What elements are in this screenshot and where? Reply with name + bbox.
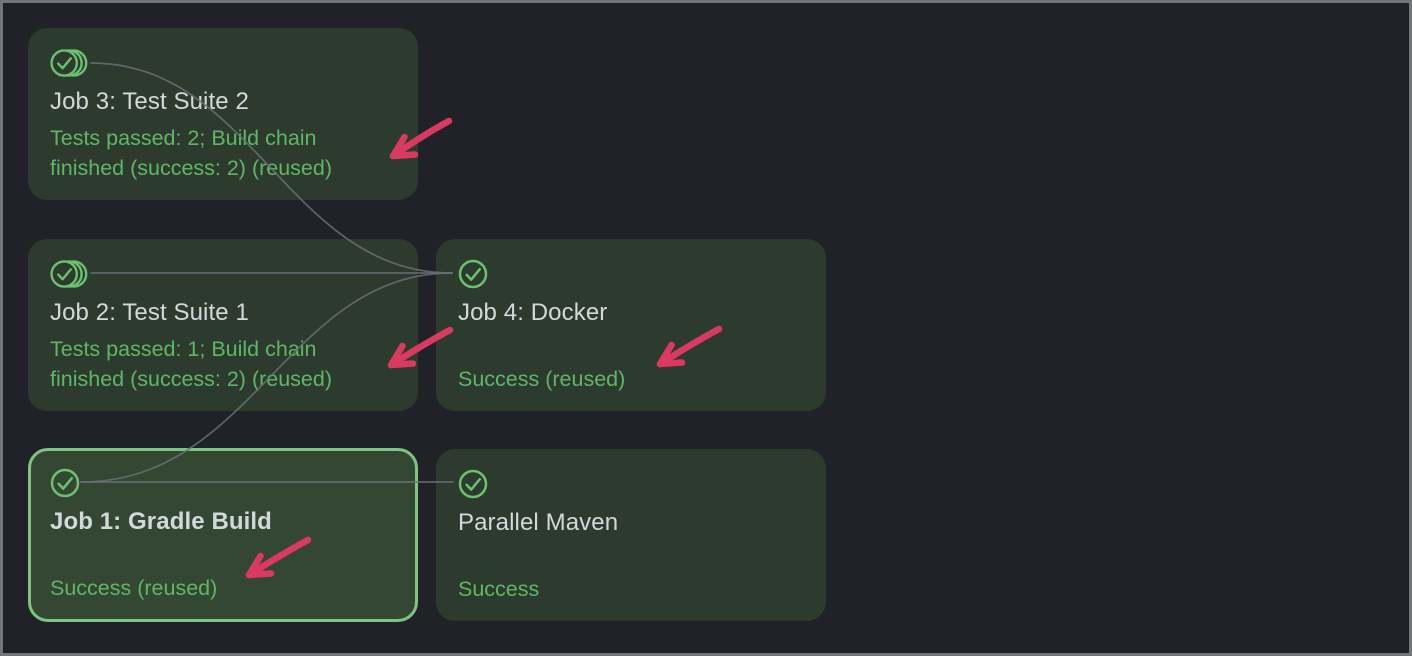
- job-title: Job 1: Gradle Build: [50, 508, 272, 535]
- job-status-line: finished (success: 2) (reused): [50, 156, 332, 180]
- job-status-line: Success: [458, 577, 540, 601]
- job-card-job4[interactable]: Job 4: Docker Success (reused): [436, 239, 826, 411]
- success-reused-icon: [50, 259, 396, 289]
- success-icon: [50, 468, 396, 498]
- job-status-line: Success (reused): [50, 576, 218, 600]
- job-card-job2[interactable]: Job 2: Test Suite 1 Tests passed: 1; Bui…: [28, 239, 418, 411]
- job-status: Tests passed: 2; Build chain finished (s…: [50, 123, 396, 183]
- job-card-parallel-maven[interactable]: Parallel Maven Success: [436, 449, 826, 621]
- job-card-job3[interactable]: Job 3: Test Suite 2 Tests passed: 2; Bui…: [28, 28, 418, 200]
- job-card-job1[interactable]: Job 1: Gradle Build Success (reused): [28, 448, 418, 622]
- job-title: Job 3: Test Suite 2: [50, 88, 249, 115]
- success-icon: [458, 469, 804, 499]
- success-reused-icon: [50, 48, 396, 78]
- job-title: Parallel Maven: [458, 509, 619, 536]
- job-status: Success (reused): [458, 364, 804, 394]
- job-status-line: Tests passed: 1; Build chain: [50, 337, 317, 361]
- job-status: Success: [458, 574, 804, 604]
- job-status: Success (reused): [50, 573, 396, 603]
- job-status-line: finished (success: 2) (reused): [50, 367, 332, 391]
- job-status: Tests passed: 1; Build chain finished (s…: [50, 334, 396, 394]
- job-title: Job 4: Docker: [458, 299, 608, 326]
- job-status-line: Success (reused): [458, 367, 626, 391]
- success-icon: [458, 259, 804, 289]
- job-title: Job 2: Test Suite 1: [50, 299, 249, 326]
- job-status-line: Tests passed: 2; Build chain: [50, 126, 317, 150]
